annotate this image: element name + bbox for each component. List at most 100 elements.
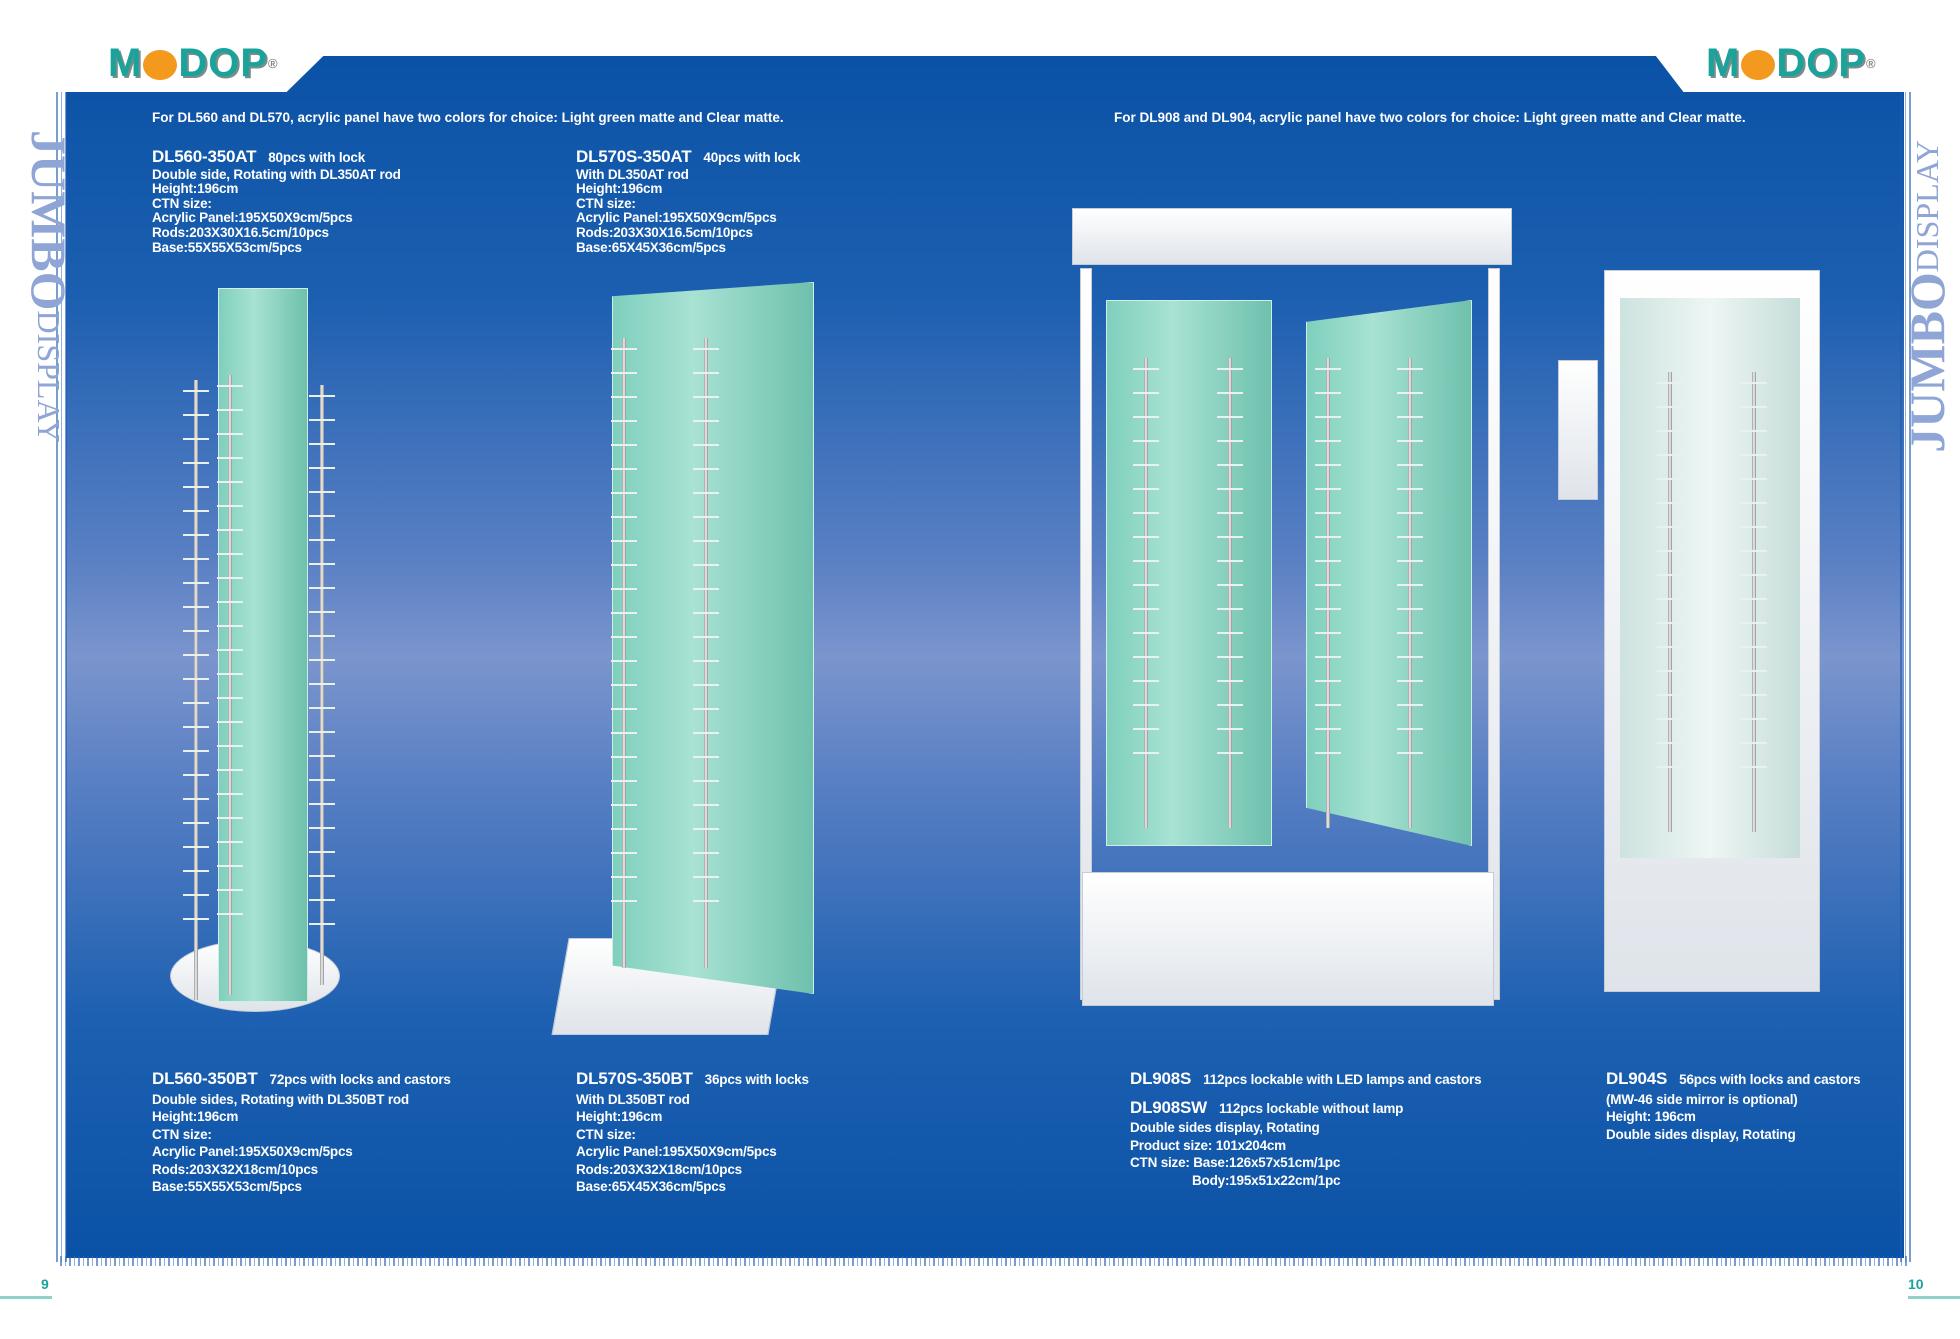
- display-rod: [1408, 358, 1412, 828]
- eyewear-hook: [693, 828, 719, 830]
- eyewear-hook: [1397, 560, 1423, 562]
- eyewear-hook: [611, 420, 637, 422]
- eyewear-hook: [611, 564, 637, 566]
- eyewear-hook: [1217, 752, 1243, 754]
- eyewear-hook: [611, 756, 637, 758]
- eyewear-hook: [1315, 560, 1341, 562]
- display-rod: [1326, 358, 1330, 828]
- eyewear-hook: [1133, 680, 1159, 682]
- eyewear-hook: [1657, 478, 1683, 480]
- eyewear-hook: [693, 804, 719, 806]
- eyewear-hook: [1217, 488, 1243, 490]
- eyewear-hook: [1397, 656, 1423, 658]
- eyewear-hook: [611, 588, 637, 590]
- eyewear-hook: [693, 900, 719, 902]
- eyewear-hook: [217, 649, 243, 651]
- eyewear-hook: [1133, 368, 1159, 370]
- eyewear-hook: [611, 540, 637, 542]
- eyewear-hook: [183, 750, 209, 752]
- eyewear-hook: [1741, 670, 1767, 672]
- eyewear-hook: [1217, 560, 1243, 562]
- eyewear-hook: [1741, 598, 1767, 600]
- eyewear-hook: [309, 491, 335, 493]
- eyewear-hook: [217, 529, 243, 531]
- eyewear-hook: [693, 492, 719, 494]
- eyewear-hook: [1397, 536, 1423, 538]
- eyewear-hook: [217, 697, 243, 699]
- eyewear-hook: [1133, 728, 1159, 730]
- eyewear-hook: [1217, 392, 1243, 394]
- eyewear-hook: [183, 678, 209, 680]
- eyewear-hook: [611, 612, 637, 614]
- eyewear-hook: [1133, 656, 1159, 658]
- eyewear-hook: [1657, 718, 1683, 720]
- eyewear-hook: [309, 635, 335, 637]
- eyewear-hook: [309, 659, 335, 661]
- page-number-left: 9: [41, 1276, 49, 1292]
- eyewear-hook: [309, 515, 335, 517]
- eyewear-hook: [1133, 512, 1159, 514]
- eyewear-hook: [217, 505, 243, 507]
- eyewear-hook: [217, 601, 243, 603]
- eyewear-hook: [183, 510, 209, 512]
- eyewear-hook: [309, 731, 335, 733]
- side-title-right: JUMBODISPLAY: [1899, 140, 1955, 453]
- eyewear-hook: [183, 438, 209, 440]
- page-number-right: 10: [1908, 1276, 1924, 1292]
- product-image-dl570: [551, 278, 814, 1038]
- eyewear-hook: [183, 870, 209, 872]
- eyewear-hook: [183, 702, 209, 704]
- brush-edge-left: [56, 92, 68, 1262]
- eyewear-hook: [1315, 440, 1341, 442]
- eyewear-hook: [183, 798, 209, 800]
- eyewear-hook: [1657, 430, 1683, 432]
- eyewear-hook: [1397, 584, 1423, 586]
- eyewear-hook: [1657, 742, 1683, 744]
- eyewear-hook: [1315, 464, 1341, 466]
- eyewear-hook: [1397, 680, 1423, 682]
- eyewear-hook: [217, 745, 243, 747]
- eye-icon: [143, 50, 178, 80]
- eyewear-hook: [1133, 536, 1159, 538]
- eyewear-hook: [1657, 598, 1683, 600]
- eyewear-hook: [1133, 704, 1159, 706]
- eyewear-hook: [693, 588, 719, 590]
- display-rod: [1752, 372, 1756, 832]
- eyewear-hook: [1133, 752, 1159, 754]
- eyewear-hook: [1657, 670, 1683, 672]
- eyewear-hook: [217, 721, 243, 723]
- brush-edge-bottom: [60, 1256, 1910, 1266]
- eyewear-hook: [309, 707, 335, 709]
- eyewear-hook: [693, 708, 719, 710]
- eyewear-hook: [309, 467, 335, 469]
- eyewear-hook: [693, 852, 719, 854]
- eyewear-hook: [217, 457, 243, 459]
- eyewear-hook: [693, 876, 719, 878]
- eyewear-hook: [1315, 704, 1341, 706]
- eyewear-hook: [183, 606, 209, 608]
- eyewear-hook: [1741, 454, 1767, 456]
- eyewear-hook: [1657, 526, 1683, 528]
- eyewear-hook: [693, 636, 719, 638]
- eyewear-hook: [611, 396, 637, 398]
- eyewear-hook: [611, 852, 637, 854]
- eyewear-hook: [693, 468, 719, 470]
- eyewear-hook: [1397, 704, 1423, 706]
- eyewear-hook: [1315, 728, 1341, 730]
- eyewear-hook: [693, 780, 719, 782]
- eyewear-hook: [693, 444, 719, 446]
- eyewear-hook: [217, 841, 243, 843]
- eyewear-hook: [217, 577, 243, 579]
- eyewear-hook: [611, 900, 637, 902]
- eyewear-hook: [611, 636, 637, 638]
- eyewear-hook: [309, 779, 335, 781]
- display-rod: [704, 338, 708, 968]
- eyewear-hook: [309, 539, 335, 541]
- side-title-left: JUMBODISPLAY: [21, 130, 77, 443]
- eyewear-hook: [693, 396, 719, 398]
- eyewear-hook: [1657, 646, 1683, 648]
- eyewear-hook: [1657, 574, 1683, 576]
- eyewear-hook: [1657, 622, 1683, 624]
- eyewear-hook: [217, 481, 243, 483]
